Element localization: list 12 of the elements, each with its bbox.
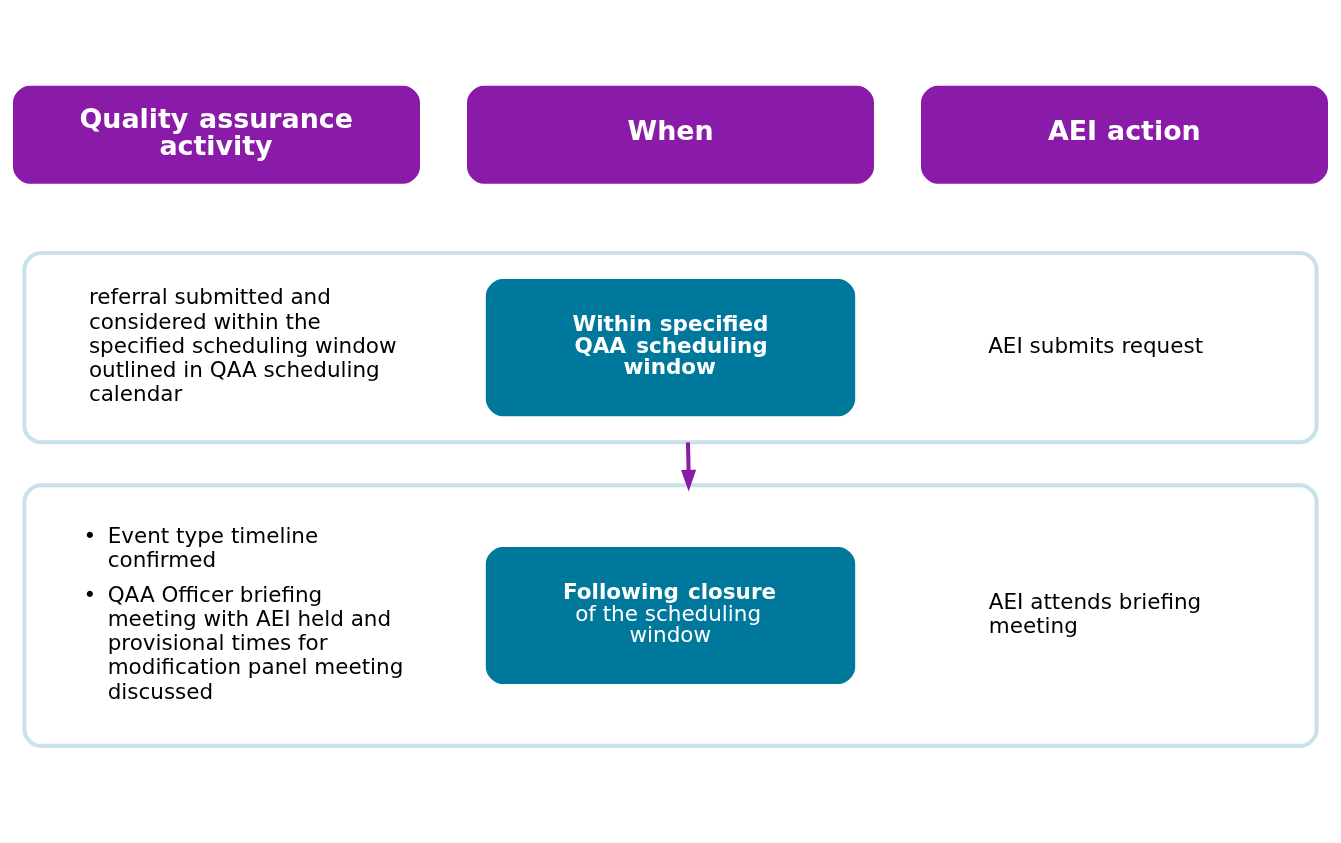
node-text: AEI attends briefing meeting: [988, 588, 1202, 638]
node-text: • Event type timeline confirmed • QAA Officer briefing meeting with AEI held and provisional times for modification panel meeting discussed: [83, 522, 404, 704]
node-text: referral submitted and considered within the specified scheduling window outlined in QAA scheduling calendar: [88, 284, 397, 407]
cluster: [22, 483, 1319, 748]
node-box: Following closure of the scheduling window: [485, 547, 856, 685]
node-text: AEI submits request: [988, 332, 1204, 358]
node-box: When: [467, 85, 874, 184]
node-box: Quality assurance activity: [13, 85, 420, 184]
node-box: AEI action: [921, 85, 1328, 184]
cluster: [22, 250, 1319, 445]
node-box: Within specified QAA scheduling window: [485, 279, 856, 417]
arrow: [681, 442, 697, 492]
